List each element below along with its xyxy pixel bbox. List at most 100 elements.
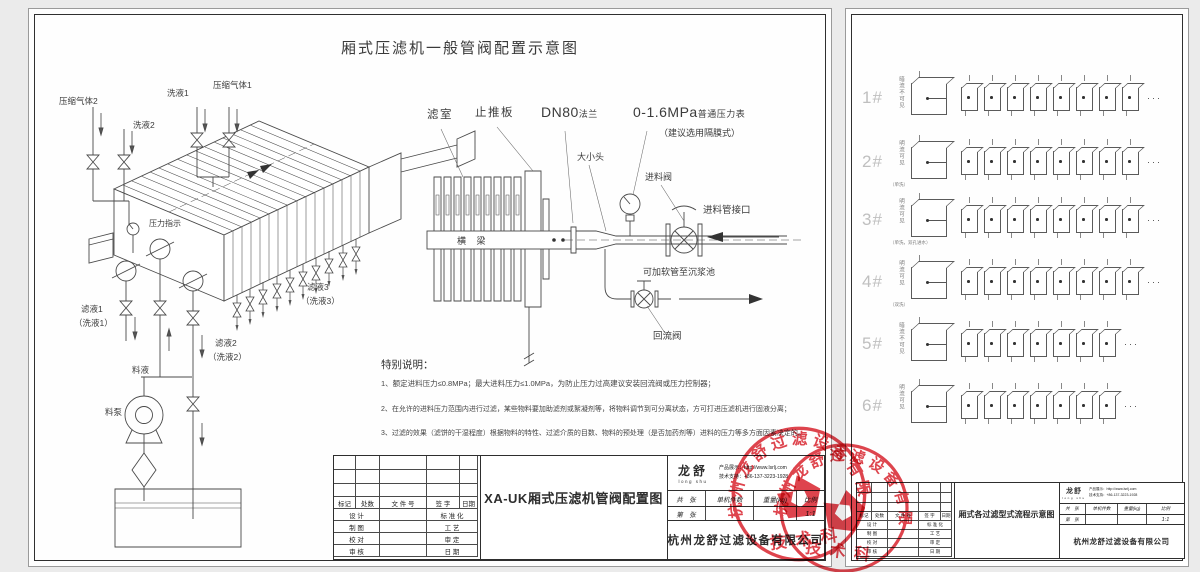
label-filtrate-1: 滤液1 [81,304,103,314]
doc-title: 厢式各过滤型式流程示意图 [958,510,1055,519]
cell-unit-count: 单机件数 [706,491,754,506]
scale-value: 1:1 [805,509,816,518]
label-feed-pump: 料泵 [105,407,123,417]
flow-row-4: 4# 明流可见 （双洗） ··· [862,255,1180,309]
filter-plate [1076,259,1093,300]
plate-row [961,259,1145,300]
cell-total-sheets: 共 张 [667,491,706,506]
filter-plate [961,259,978,300]
filter-plate [961,75,978,116]
th-fileno: 文 件 号 [380,497,427,509]
drawing-title: 厢式压滤机一般管阀配置示意图 [341,40,580,57]
row-ellipsis: ··· [1147,93,1162,103]
filter-plate [984,75,1001,116]
th-date: 日期 [460,497,478,509]
filter-plate [1076,197,1093,238]
filter-plate [1122,259,1139,300]
filter-plate [1007,321,1024,362]
logo-en: long shu [678,479,708,484]
filter-plate [961,321,978,362]
label-compressed-gas-2: 压缩气体2 [59,96,98,106]
flange-size: DN80 [541,104,579,120]
filter-plate [1122,197,1139,238]
plate-row [961,197,1145,238]
company-logo: 龙舒 long shu [667,462,719,484]
note-2: 2、在允许的进料压力范围内进行过滤，某些物料要加助滤剂或絮凝剂等，将物料调节到可… [381,406,791,413]
label-hose-note: 可加软管至沉浆池 [643,267,716,277]
info-row-2: 第 张 1:1 [1059,515,1184,525]
cell-scale: 比例 [804,496,817,504]
label-filtrate-3-alt: （洗液3） [301,296,340,306]
contact-support: 技术支持：+86-137-3223-1928 [719,474,789,480]
filter-plate [1007,75,1024,116]
row-number: 5# [862,334,883,353]
filter-plate [1053,75,1070,116]
row-subnote: （双洗） [890,302,908,307]
gauge-type: 普通压力表 [697,109,746,119]
flow-row-1: 1# 暗流不可见 ··· [862,71,1180,125]
cell-design: 设 计 [334,509,380,521]
filter-plate [1099,383,1116,424]
row-ellipsis: ··· [1147,215,1162,225]
logo-row: 龙舒 long shu 产品展示：http://www.lsrlj.com 技术… [667,456,824,491]
title-block-right: 龙舒 long shu 产品展示：http://www.lsrlj.com 技术… [1059,483,1184,558]
notes-heading: 特别说明： [381,359,434,371]
sheet-left: 厢式压滤机一般管阀配置示意图 压缩气体2 洗液2 洗液1 压缩气体1 压力指示 … [28,8,832,567]
thrust-plate-cube [911,255,947,299]
filter-plate [1030,259,1047,300]
label-filtrate-2-alt: （洗液2） [208,352,247,362]
info-row-1: 共 张 单机件数 重量(kg) 比例 [1059,504,1184,515]
info-row-1: 共 张 单机件数 重量(kg) 比例 [667,491,824,507]
filter-plate [1076,321,1093,362]
filter-plate [1099,259,1116,300]
row-note: 明流可见 [898,198,904,224]
label-compressed-gas-1: 压缩气体1 [213,80,252,90]
filter-plate [961,197,978,238]
cell-check: 校 对 [334,533,380,545]
label-flange: DN80法兰 [541,104,598,120]
filter-plate [1053,383,1070,424]
cell-process: 工 艺 [427,521,478,533]
th-count: 处数 [356,497,380,509]
flange-word: 法兰 [578,109,598,119]
title-block-right: 龙舒 long shu 产品展示：http://www.lsrlj.com 技术… [667,456,824,559]
filter-press-isometric [88,120,476,302]
filter-plate [1007,259,1024,300]
revision-table: 标记 处数 文 件 号 签 字 日期 设 计标 准 化 制 图工 艺 校 对审 … [334,456,481,559]
filter-plate [1099,75,1116,116]
flow-row-6: 6# 明流可见 ··· [862,379,1180,433]
filter-plate [984,321,1001,362]
gauge-range: 0-1.6MPa [633,104,698,120]
logo-row: 龙舒 long shu 产品展示：http://www.lsrlj.com 技术… [1059,483,1184,504]
filter-plate [1053,197,1070,238]
label-reducer: 大小头 [577,152,605,162]
cell-standardize: 标 准 化 [427,509,478,521]
row-note: 明流可见 [898,384,904,410]
label-wash-2: 洗液2 [133,120,155,130]
row-subnote: （单洗，双孔进水） [890,240,931,245]
label-cross-beam: 横 梁 [455,234,492,247]
company-name: 杭州龙舒过滤设备有限公司 [667,535,824,547]
filter-plate [1030,139,1047,180]
filter-plate [1030,321,1047,362]
filter-plate [1007,383,1024,424]
press-ports-and-gauge [111,222,208,292]
info-row-2: 第 张 1:1 [667,507,824,521]
label-filtrate-2: 滤液2 [215,338,237,348]
row-note: 明流可见 [898,140,904,166]
row-subnote: （单洗） [890,182,908,187]
left-title-block: 标记 处数 文 件 号 签 字 日期 设 计标 准 化 制 图工 艺 校 对审 … [333,455,825,560]
filter-plate [1007,197,1024,238]
contact-product: 产品展示：http://www.lsrlj.com [719,464,787,471]
label-gauge: 0-1.6MPa普通压力表 [633,104,746,120]
filter-plate [984,259,1001,300]
plate-row [961,321,1122,362]
filter-plate [984,197,1001,238]
filter-plate [1122,139,1139,180]
filter-plate [1076,139,1093,180]
row-ellipsis: ··· [1124,339,1139,349]
thrust-plate-cube [911,193,947,237]
filter-plate [1099,321,1116,362]
filter-plate [984,139,1001,180]
scale-value: 1:1 [1161,516,1170,523]
